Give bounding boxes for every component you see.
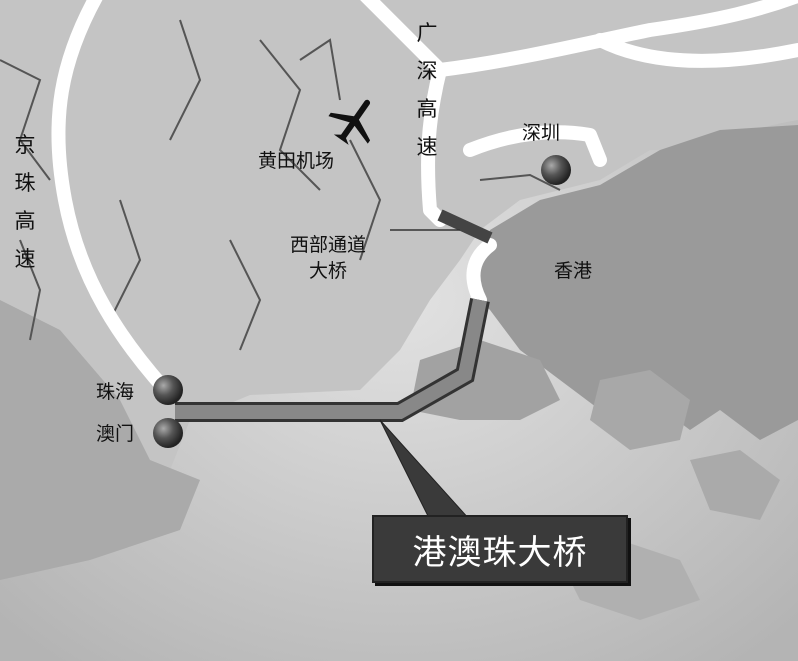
bridge-callout: 港澳珠大桥 [372, 515, 628, 583]
macau-marker [153, 418, 183, 448]
island [590, 370, 690, 450]
road [421, 63, 447, 227]
road [593, 33, 798, 68]
mainland [0, 0, 798, 530]
western-corridor-label-line1: 西部通道 [290, 234, 367, 256]
western-corridor-bridge [437, 209, 493, 244]
jingzhu-highway [51, 0, 177, 402]
guangshen-highway-label: 广深高速 [416, 21, 438, 159]
zhuhai-marker [153, 375, 183, 405]
roads [51, 0, 798, 402]
jingzhu-highway-label: 京珠高速 [14, 133, 36, 271]
shenzhen-road [463, 125, 607, 167]
hongkong-land [470, 125, 798, 440]
hongkong-label: 香港 [554, 260, 593, 282]
airport-label: 黄田机场 [258, 150, 335, 172]
road [466, 238, 497, 307]
west-land [0, 300, 200, 580]
island [690, 450, 780, 520]
macau-label: 澳门 [96, 423, 135, 445]
zhuhai-label: 珠海 [96, 381, 135, 403]
shenzhen-marker [541, 155, 571, 185]
shenzhen-label: 深圳 [522, 122, 561, 144]
western-corridor-label-line2: 大桥 [309, 260, 348, 282]
western-corridor-label: 西部通道 大桥 [290, 232, 366, 284]
guangshen-highway [360, 0, 798, 77]
rivers [0, 19, 561, 351]
lantau-island [410, 340, 560, 420]
hzm-bridge-inner [175, 298, 487, 419]
